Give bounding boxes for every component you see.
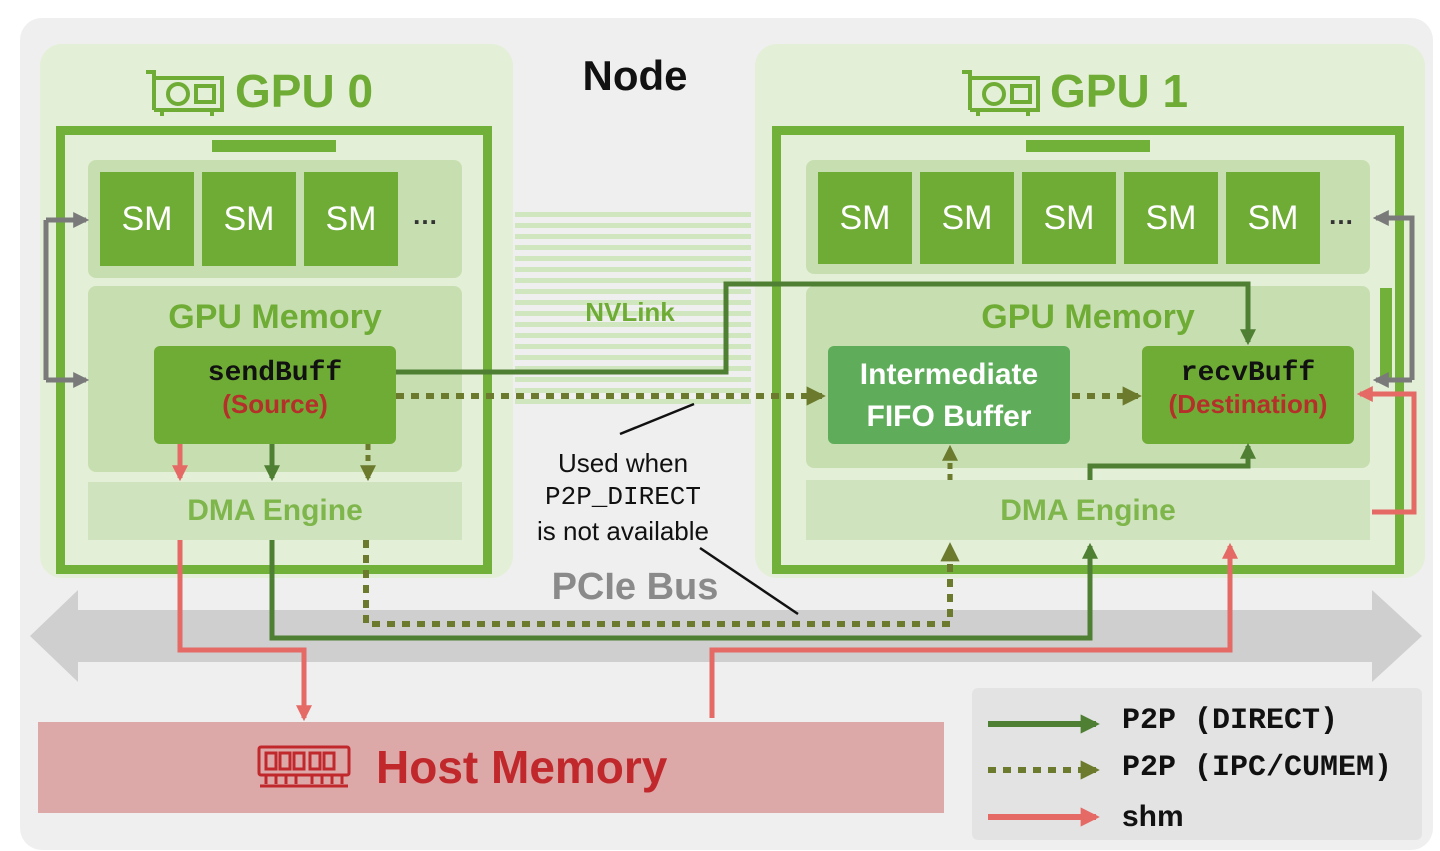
legend-shm-label: shm [1122, 800, 1184, 833]
gpu1-dma-label: DMA Engine [1000, 494, 1176, 527]
recv-buffer: recvBuff (Destination) [1142, 346, 1354, 444]
note-line2: P2P_DIRECT [544, 482, 702, 512]
note-line1: Used when [557, 448, 689, 478]
sm-unit: SM [100, 172, 194, 266]
memory-chip-icon [257, 745, 351, 788]
gpu0-title: GPU 0 [235, 65, 374, 117]
nvlink-stripes [515, 212, 751, 404]
sm-unit: SM [304, 172, 398, 266]
gpu0-chip-notch [212, 140, 336, 152]
gpu1-title: GPU 1 [1050, 65, 1189, 117]
legend-direct-label: P2P (DIRECT) [1122, 704, 1339, 738]
p2p-direct-pcie-path [269, 540, 1099, 641]
gpu1-sm-memory-arrows [1372, 209, 1415, 389]
sm-unit: SM [202, 172, 296, 266]
nvlink-label: NVLink [585, 297, 675, 327]
intermediate-fifo-buffer: Intermediate FIFO Buffer [828, 346, 1070, 444]
gpu0-memory-label: GPU Memory [168, 298, 382, 336]
gpu0-sm-memory-arrows [43, 220, 86, 389]
gpu1-chip-side-tab [1380, 288, 1392, 380]
gpu1-chip-notch [1026, 140, 1150, 152]
host-memory [38, 722, 944, 813]
recv-buffer-role: (Destination) [1168, 389, 1328, 419]
shm-recv-path [709, 542, 1239, 718]
fifo-label-line1: Intermediate [859, 358, 1039, 391]
sm-more-ellipsis: … [1328, 200, 1354, 230]
host-memory-label: Host Memory [376, 741, 668, 793]
p2p-direct-nvlink-path [396, 281, 1257, 375]
note-text: Used when P2P_DIRECT is not available [520, 446, 726, 548]
recv-buffer-name: recvBuff [1180, 358, 1316, 389]
p2p-ipc-pcie-path [363, 540, 960, 627]
sm-more-ellipsis: … [412, 200, 438, 230]
legend-ipc-label: P2P (IPC/CUMEM) [1122, 751, 1393, 785]
shm-send-path [177, 540, 313, 722]
sm-unit: SM [1022, 172, 1116, 264]
gpu0-dma-engine [88, 482, 462, 540]
send-buffer-role: (Source) [222, 389, 328, 419]
fifo-label-line2: FIFO Buffer [866, 400, 1032, 433]
gpu-card-icon [146, 70, 224, 116]
sm-unit: SM [1226, 172, 1320, 264]
gpu1-dma-engine [806, 480, 1370, 540]
sm-unit: SM [920, 172, 1014, 264]
gpu-card-icon [962, 70, 1040, 116]
gpu0-dma-label: DMA Engine [187, 494, 363, 527]
legend-swatches [988, 714, 1100, 827]
sm-unit: SM [818, 172, 912, 264]
node-title: Node [582, 52, 688, 99]
gpu1-memory-label: GPU Memory [981, 298, 1195, 336]
pcie-bus-label: PCIe Bus [551, 566, 719, 608]
send-buffer: sendBuff (Source) [154, 346, 396, 444]
sm-unit: SM [1124, 172, 1218, 264]
note-line3: is not available [537, 516, 709, 546]
send-buffer-name: sendBuff [207, 358, 343, 389]
